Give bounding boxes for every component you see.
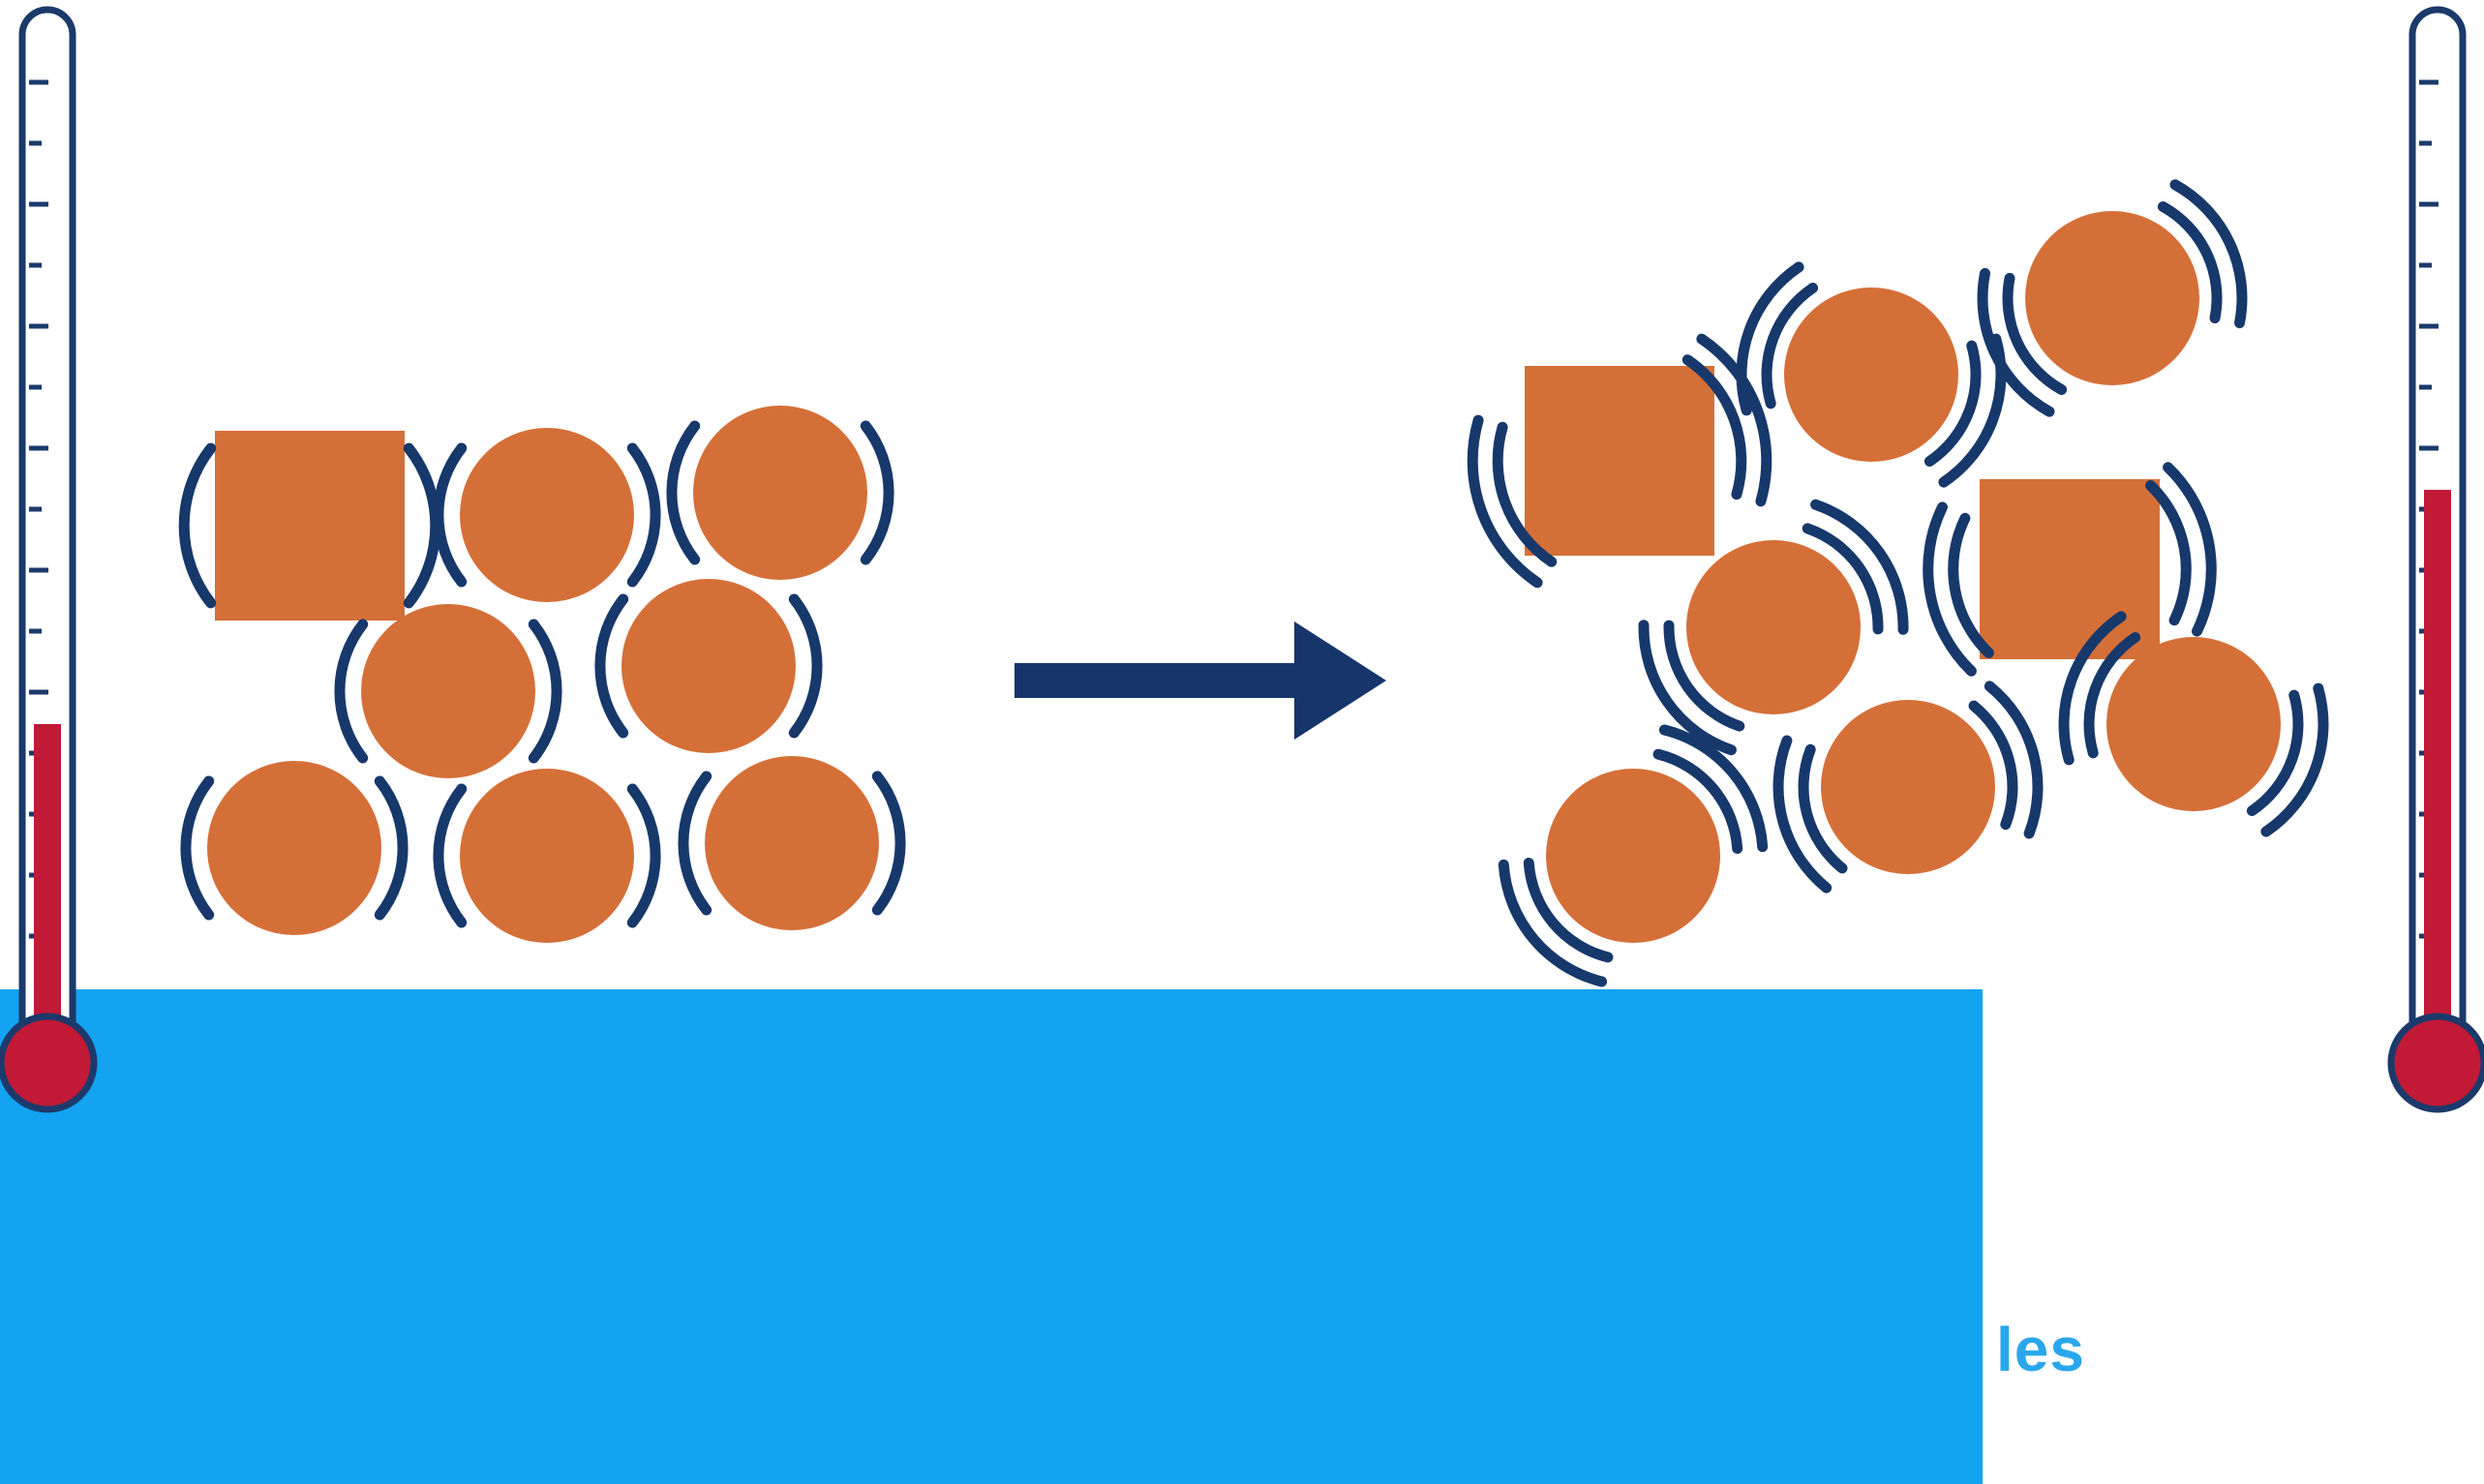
particle-body bbox=[361, 604, 535, 778]
particle-circle bbox=[2058, 611, 2329, 837]
particle-body bbox=[1686, 540, 1861, 714]
particle-body bbox=[1546, 769, 1720, 943]
vibration-arc bbox=[1810, 499, 1909, 635]
vibration-arc bbox=[1681, 354, 1747, 500]
vibration-arc bbox=[1523, 858, 1614, 963]
water-block bbox=[0, 989, 1983, 1484]
vibration-arc bbox=[2058, 611, 2127, 766]
vibration-arc bbox=[528, 619, 562, 764]
vibration-arc bbox=[2145, 480, 2192, 626]
vibration-arc bbox=[678, 771, 712, 916]
vibration-arc bbox=[626, 442, 661, 588]
vibration-arc bbox=[788, 593, 823, 739]
arrow-head bbox=[1294, 621, 1386, 740]
vibration-arc bbox=[1798, 743, 1848, 874]
particle-body bbox=[693, 406, 867, 580]
vibration-arc bbox=[2169, 179, 2248, 329]
vibration-arc bbox=[1968, 700, 2018, 831]
thermometer-hot bbox=[2387, 6, 2484, 1113]
particle-circle bbox=[180, 761, 409, 935]
particle-circle bbox=[1638, 499, 1909, 756]
vibration-arc bbox=[871, 771, 906, 916]
vibration-arc bbox=[334, 619, 369, 764]
particle-body bbox=[1821, 700, 1995, 874]
vibration-arc bbox=[1638, 620, 1737, 756]
particle-body bbox=[207, 761, 381, 935]
vibration-arc bbox=[180, 775, 215, 921]
vibration-arc bbox=[594, 593, 629, 739]
vibration-arc bbox=[860, 420, 894, 565]
particle-circle bbox=[1736, 261, 2007, 488]
particle-circle bbox=[433, 428, 661, 602]
particle-circle bbox=[678, 756, 906, 930]
mercury-column bbox=[34, 724, 61, 1063]
particle-body bbox=[1784, 288, 1958, 462]
vibration-arc bbox=[433, 783, 468, 928]
vibration-arc bbox=[2002, 272, 2068, 395]
vibration-arc bbox=[2246, 689, 2304, 816]
particle-body bbox=[215, 431, 405, 621]
vibration-arc bbox=[1658, 724, 1769, 853]
particle-body bbox=[460, 428, 634, 602]
particle-body bbox=[2106, 637, 2281, 811]
particle-circle bbox=[1977, 179, 2248, 417]
vibration-arc bbox=[2083, 632, 2141, 759]
particle-circle bbox=[1772, 681, 2044, 893]
particles-after-heating bbox=[1467, 179, 2329, 987]
particle-square bbox=[1467, 333, 1772, 589]
particle-square bbox=[178, 431, 441, 621]
vibration-arc bbox=[1802, 523, 1884, 635]
particles-before-heating bbox=[178, 406, 906, 943]
transition-arrow bbox=[1015, 621, 1386, 740]
vibration-arc bbox=[403, 442, 441, 609]
particle-body bbox=[460, 769, 634, 943]
vibration-arc bbox=[1696, 333, 1772, 507]
caption-fragment: les bbox=[1996, 1315, 2085, 1384]
particle-circle bbox=[666, 406, 894, 580]
vibration-arc bbox=[374, 775, 409, 921]
vibration-arc bbox=[1977, 267, 2055, 417]
vibration-arc bbox=[2260, 682, 2329, 837]
vibration-arc bbox=[178, 442, 217, 609]
vibration-arc bbox=[1948, 512, 1994, 658]
particle-square bbox=[1923, 462, 2217, 677]
vibration-arc bbox=[1467, 414, 1543, 589]
thermometer-bulb bbox=[2387, 1013, 2484, 1113]
particle-circle bbox=[334, 604, 562, 778]
particle-body bbox=[2025, 211, 2199, 385]
particle-circle bbox=[1498, 724, 1769, 987]
vibration-arc bbox=[2163, 462, 2217, 637]
vibration-arc bbox=[1984, 681, 2044, 839]
arrow-shaft bbox=[1015, 663, 1298, 698]
particle-body bbox=[621, 579, 796, 753]
vibration-arc bbox=[1663, 620, 1745, 732]
particle-body bbox=[1980, 479, 2160, 659]
vibration-arc bbox=[1498, 859, 1608, 987]
vibration-arc bbox=[1924, 340, 1982, 467]
vibration-arc bbox=[1772, 735, 1833, 893]
vibration-arc bbox=[1761, 283, 1819, 409]
vibration-arc bbox=[626, 783, 661, 928]
thermometer-cold bbox=[0, 6, 98, 1113]
vibration-arc bbox=[1923, 501, 1977, 677]
particle-body bbox=[705, 756, 879, 930]
vibration-arc bbox=[1652, 748, 1743, 854]
vibration-arc bbox=[2157, 201, 2223, 324]
vibration-arc bbox=[666, 420, 701, 565]
vibration-arc bbox=[433, 442, 468, 588]
particle-circle bbox=[433, 769, 661, 943]
particle-circle bbox=[594, 579, 823, 753]
particle-body bbox=[1525, 366, 1714, 556]
thermometer-bulb bbox=[0, 1013, 98, 1113]
vibration-arc bbox=[1492, 421, 1558, 567]
mercury-column bbox=[2424, 490, 2451, 1063]
